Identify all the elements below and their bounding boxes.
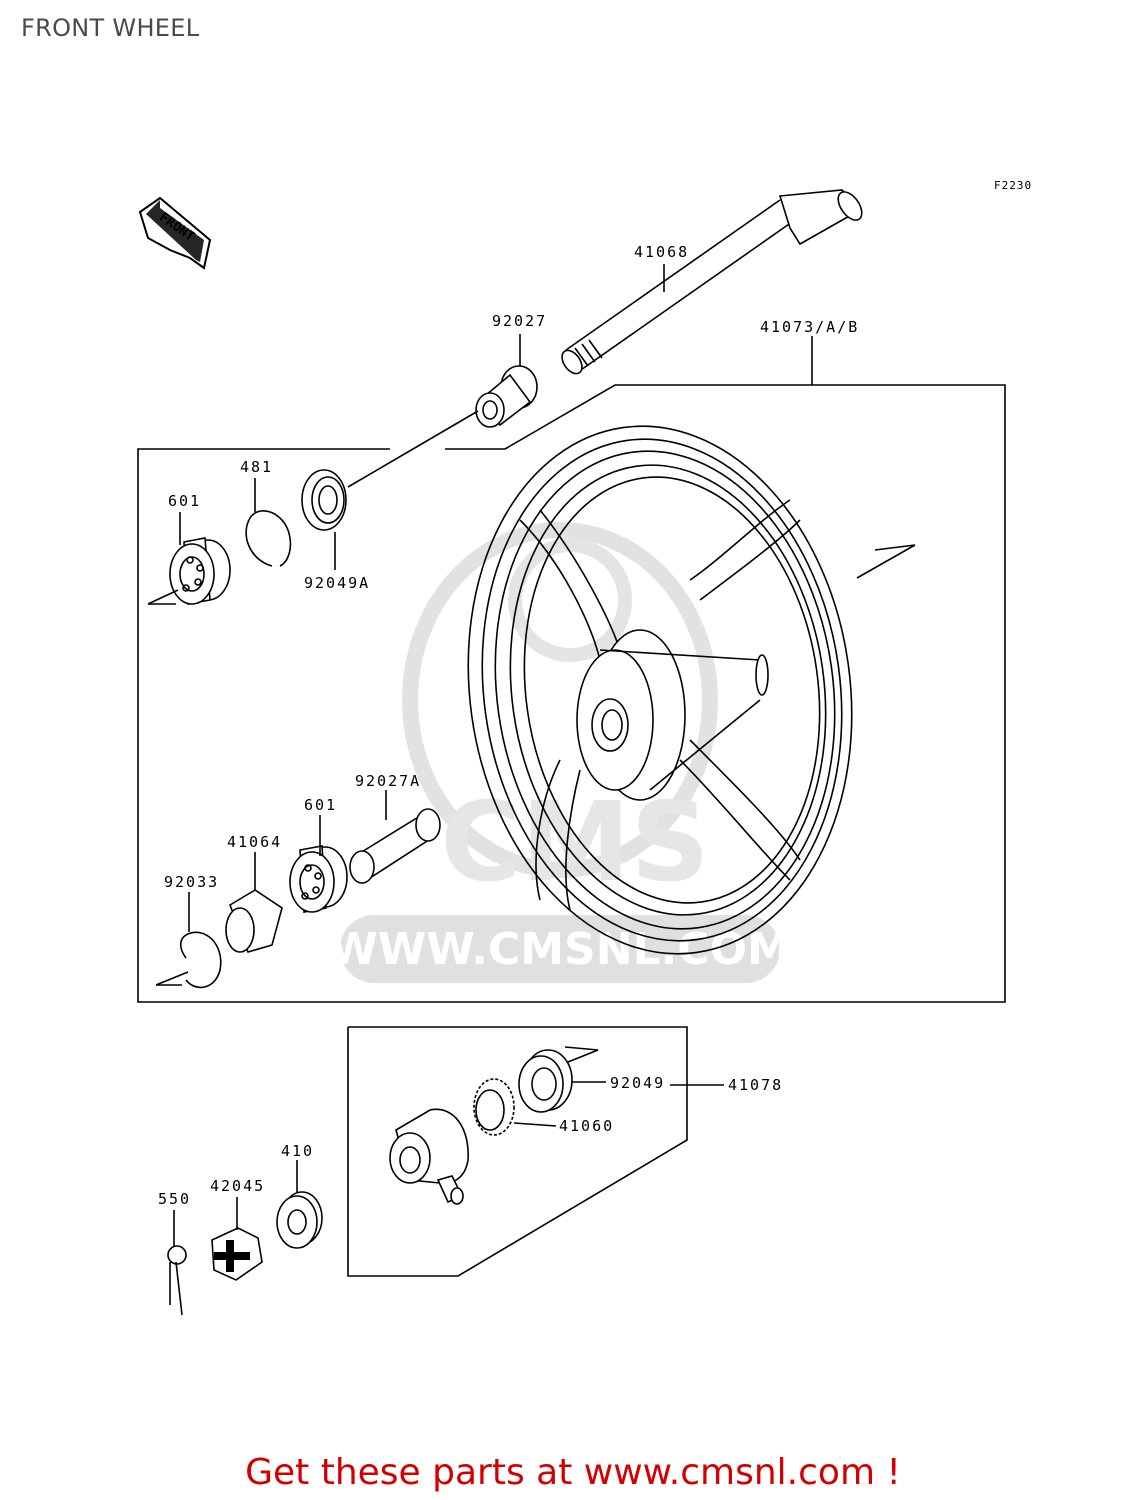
label-550: 550 xyxy=(158,1190,191,1208)
axle-nut-42045 xyxy=(211,1227,263,1281)
label-410: 410 xyxy=(281,1142,314,1160)
page-title: FRONT WHEEL xyxy=(21,14,200,42)
oil-seal-92049a xyxy=(301,469,347,531)
gear-housing-frame xyxy=(347,1026,688,1277)
label-92027: 92027 xyxy=(492,312,547,330)
label-41064: 41064 xyxy=(227,833,282,851)
collar-41064 xyxy=(225,889,283,953)
label-92033: 92033 xyxy=(164,873,219,891)
wheel-41073 xyxy=(467,425,916,955)
bearing-601-upper xyxy=(147,537,231,605)
label-601-upper: 601 xyxy=(168,492,201,510)
promo-link[interactable]: Get these parts at www.cmsnl.com ! xyxy=(245,1452,901,1493)
label-41068: 41068 xyxy=(634,243,689,261)
circlip-92033 xyxy=(155,931,222,989)
bearing-601-lower xyxy=(289,845,348,913)
label-92027a: 92027A xyxy=(355,772,421,790)
collar-92027 xyxy=(475,365,538,428)
svg-text:CMS: CMS xyxy=(440,778,709,906)
label-41060: 41060 xyxy=(559,1117,614,1135)
gear-housing-41078 xyxy=(389,1108,469,1205)
oil-seal-92049 xyxy=(518,1046,599,1113)
label-41073: 41073/A/B xyxy=(760,318,859,336)
label-41078: 41078 xyxy=(728,1076,783,1094)
front-arrow-icon: FRONT xyxy=(138,196,212,270)
axle-41068 xyxy=(561,189,863,375)
gear-41060 xyxy=(473,1078,515,1136)
label-601-lower: 601 xyxy=(304,796,337,814)
watermark-url: WWW.CMSNL.COM xyxy=(329,924,791,975)
washer-410 xyxy=(276,1191,323,1249)
cotter-pin-550 xyxy=(167,1245,187,1316)
wheel-group-frame xyxy=(137,384,1006,1003)
label-42045: 42045 xyxy=(210,1177,265,1195)
circlip-481 xyxy=(245,510,292,567)
label-92049: 92049 xyxy=(610,1074,665,1092)
label-481: 481 xyxy=(240,458,273,476)
label-92049a: 92049A xyxy=(304,574,370,592)
spacer-92027a xyxy=(349,808,441,884)
leader-lines xyxy=(173,264,813,1246)
cmsnl-watermark: WWW.CMSNL.COM CMS xyxy=(329,522,791,983)
figure-code: F2230 xyxy=(994,179,1032,192)
